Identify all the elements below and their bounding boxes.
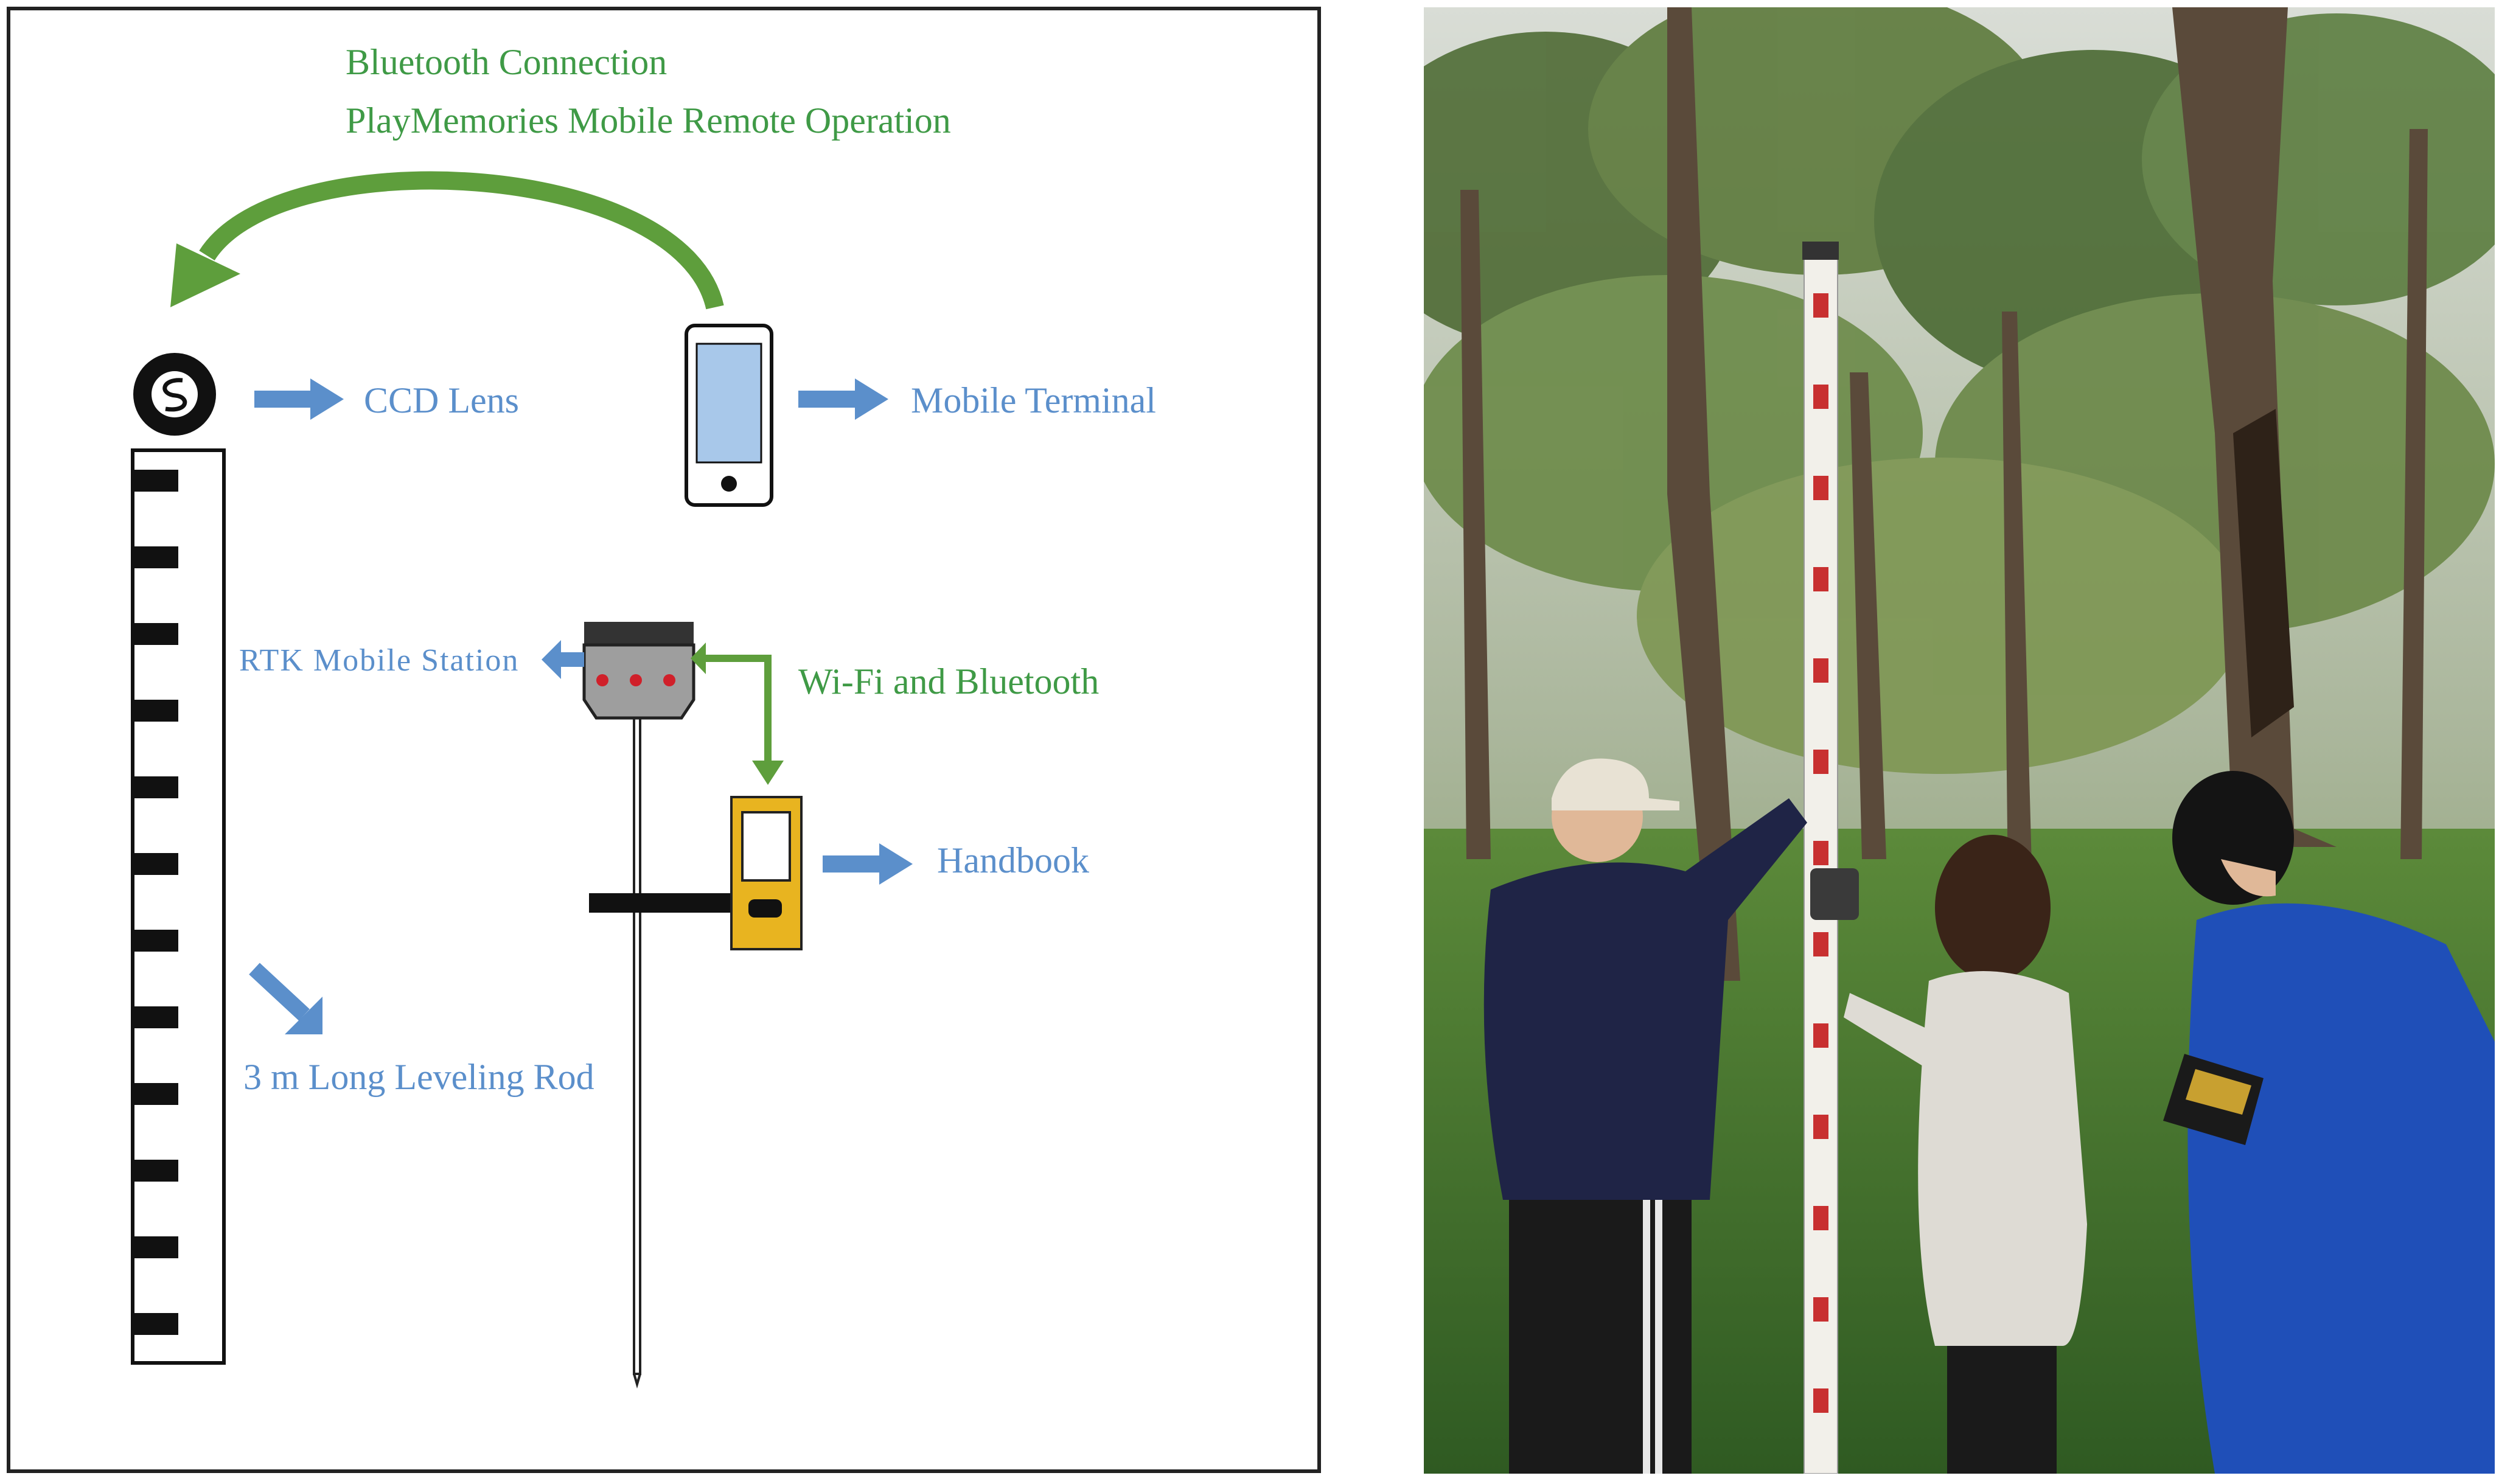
mobile-terminal-label: Mobile Terminal — [911, 380, 1156, 420]
rtk-station-label: RTK Mobile Station — [239, 643, 519, 678]
handbook-icon — [589, 796, 803, 950]
ccd-lens-icon — [133, 353, 216, 436]
tree-bark-patch — [2233, 409, 2294, 737]
schematic-diagram: Bluetooth Connection PlayMemories Mobile… — [7, 7, 1321, 1473]
handbook-arrow — [823, 843, 913, 885]
bluetooth-arrow — [170, 171, 724, 310]
ccd-lens-arrow — [254, 378, 344, 420]
leveling-rod-label: 3 m Long Leveling Rod — [243, 1057, 594, 1097]
mobile-terminal-icon — [685, 324, 773, 507]
rtk-station-icon — [582, 622, 695, 1389]
rtk-station-arrow — [542, 640, 584, 679]
leveling-rod — [131, 448, 226, 1365]
surveyor-left — [1483, 758, 1807, 1474]
wifi-bluetooth-label: Wi-Fi and Bluetooth — [798, 661, 1099, 702]
bluetooth-connection-label: Bluetooth Connection — [346, 42, 667, 82]
remote-operation-label: PlayMemories Mobile Remote Operation — [346, 100, 951, 141]
leveling-rod-arrow — [249, 963, 322, 1034]
wifi-bluetooth-arrow — [691, 643, 784, 785]
field-survey-photo — [1351, 0, 2499, 1474]
ccd-lens-label: CCD Lens — [364, 380, 519, 420]
photo-handheld-controller — [2163, 1054, 2264, 1145]
surveyor-right — [2172, 771, 2495, 1474]
diagram-frame — [7, 7, 1321, 1473]
mobile-terminal-arrow — [798, 378, 888, 420]
surveyor-middle — [1844, 835, 2087, 1474]
handbook-label: Handbook — [937, 840, 1089, 880]
photo-leveling-rod — [1802, 242, 1859, 1474]
